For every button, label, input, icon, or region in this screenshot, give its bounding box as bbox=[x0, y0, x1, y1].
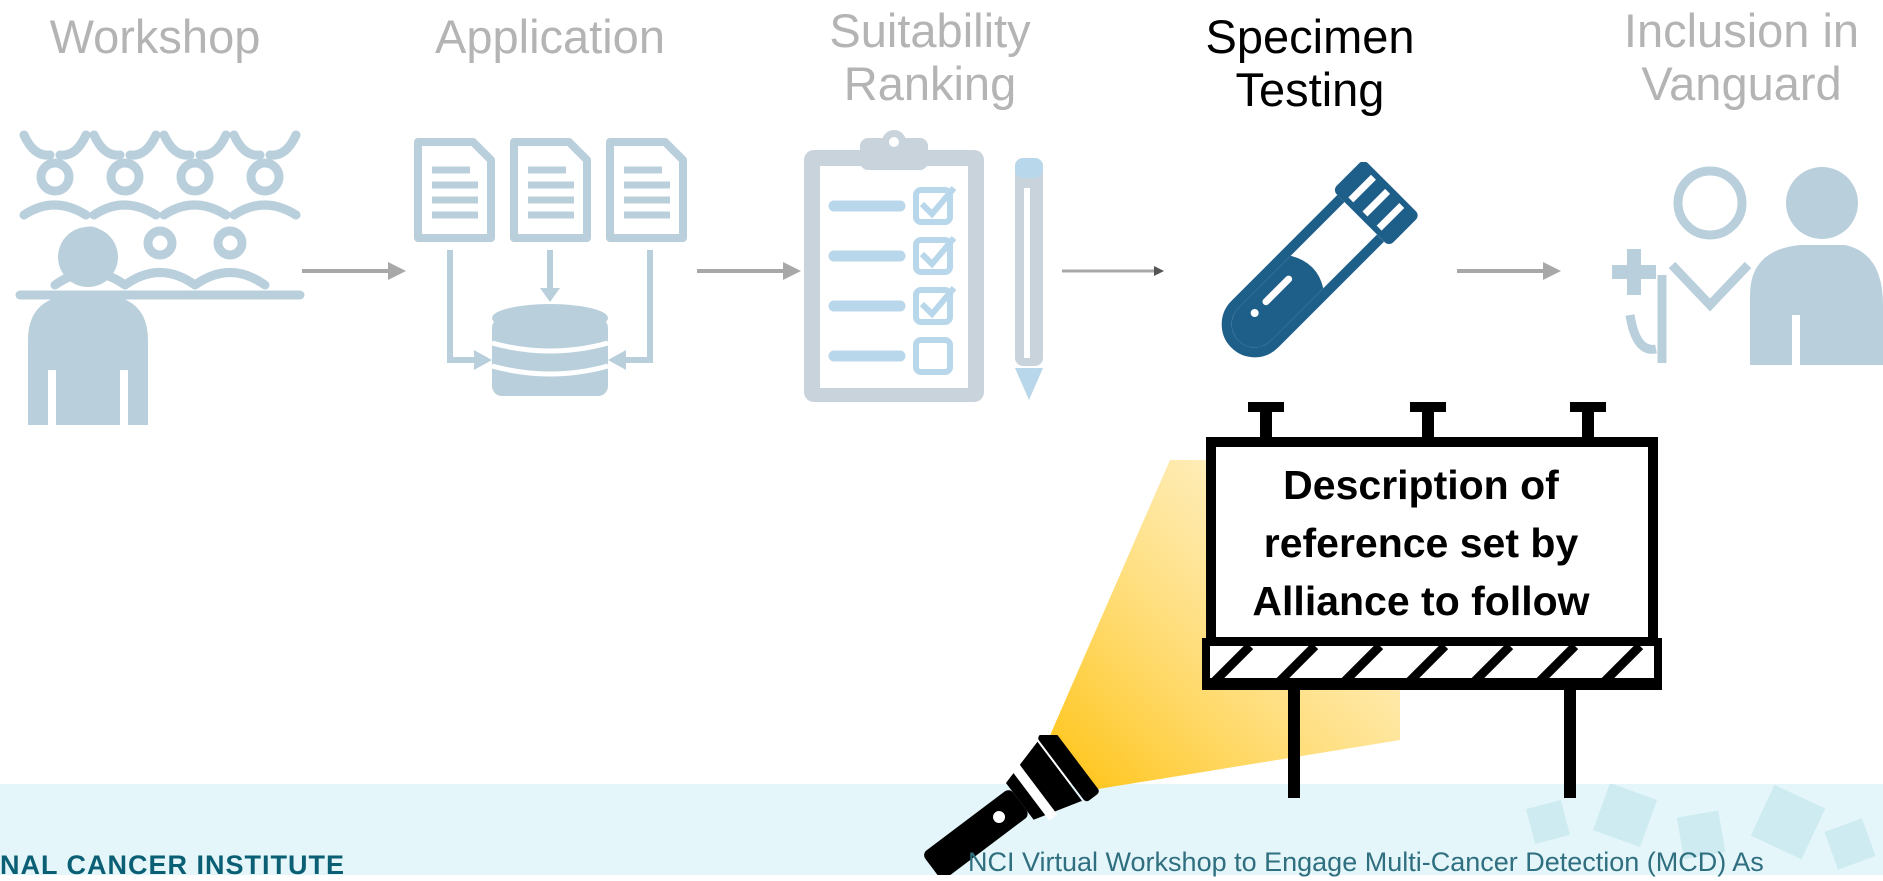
billboard-icon bbox=[1202, 402, 1662, 798]
flow-arrow-4 bbox=[1457, 262, 1561, 280]
test-tube-icon bbox=[1221, 162, 1418, 358]
flashlight-icon bbox=[924, 735, 1099, 875]
stage-label-workshop: Workshop bbox=[49, 10, 261, 63]
flow-arrow-2 bbox=[697, 262, 801, 280]
documents-database-icon bbox=[414, 138, 687, 396]
footer-institute-name: NAL CANCER INSTITUTE bbox=[0, 850, 346, 880]
doctor-patient-icon bbox=[1612, 166, 1883, 365]
clipboard-checklist-icon bbox=[804, 130, 1043, 402]
stage-label-suitability-ranking: Suitability Ranking bbox=[829, 4, 1031, 110]
flow-arrow-3 bbox=[1062, 266, 1164, 276]
footer-workshop-title: NCI Virtual Workshop to Engage Multi-Can… bbox=[968, 847, 1764, 877]
audience-icon bbox=[15, 130, 305, 425]
billboard-text: Description of reference set by Alliance… bbox=[1252, 462, 1590, 624]
stage-label-specimen-testing: Specimen Testing bbox=[1205, 10, 1415, 116]
flow-arrow-1 bbox=[302, 262, 406, 280]
stage-label-application: Application bbox=[435, 10, 665, 63]
stage-label-inclusion-in-vanguard: Inclusion in Vanguard bbox=[1623, 4, 1860, 110]
